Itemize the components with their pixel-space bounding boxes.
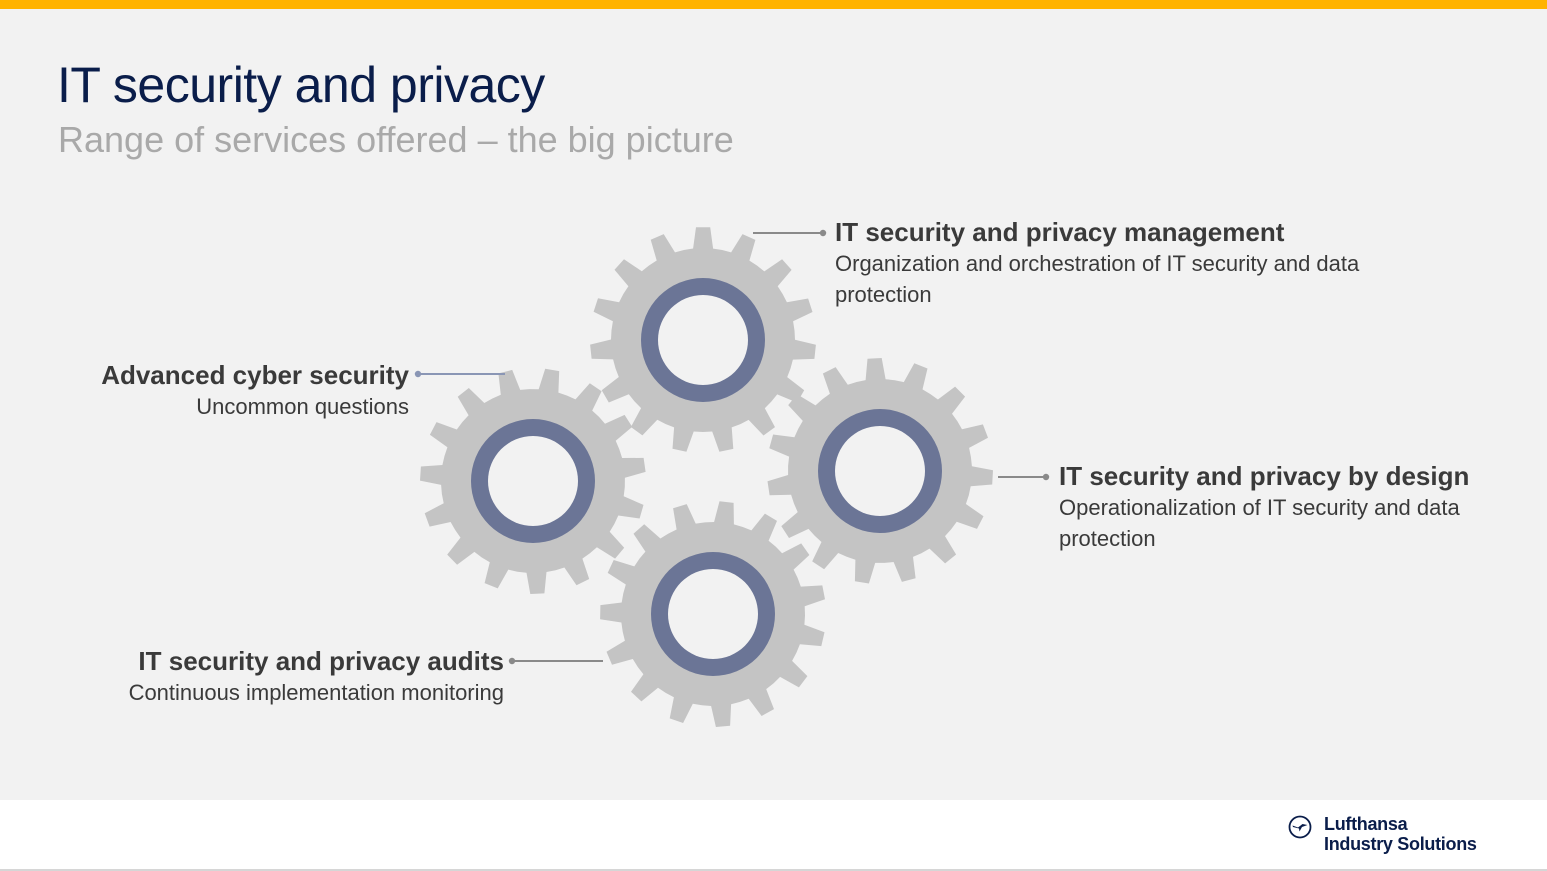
service-design: IT security and privacy by design Operat…	[1059, 460, 1469, 554]
gear-bottom-hole	[668, 569, 758, 659]
connector-dot-management	[819, 229, 827, 237]
service-cyber: Advanced cyber security Uncommon questio…	[60, 359, 409, 422]
footer-divider	[0, 869, 1547, 871]
footer	[0, 800, 1547, 871]
logo-line-1: Lufthansa	[1324, 814, 1408, 834]
gear-right-hole	[835, 426, 925, 516]
company-logo: Lufthansa Industry Solutions	[1288, 814, 1477, 854]
accent-bar	[0, 0, 1547, 9]
service-audits-heading: IT security and privacy audits	[138, 646, 504, 676]
service-management-description: Organization and orchestration of IT sec…	[835, 251, 1360, 307]
gear-diagram	[414, 227, 1050, 727]
service-design-heading: IT security and privacy by design	[1059, 461, 1470, 491]
connector-dot-cyber	[414, 370, 422, 378]
service-audits-description: Continuous implementation monitoring	[128, 680, 504, 705]
connector-dot-design	[1042, 473, 1050, 481]
service-management: IT security and privacy management Organ…	[835, 216, 1435, 310]
page-subtitle: Range of services offered – the big pict…	[58, 119, 734, 160]
service-management-heading: IT security and privacy management	[835, 217, 1285, 247]
service-design-description: Operationalization of IT security and da…	[1059, 495, 1460, 551]
gear-left-hole	[488, 436, 578, 526]
connector-dot-audits	[508, 657, 516, 665]
gear-top-hole	[658, 295, 748, 385]
page-title: IT security and privacy	[57, 57, 545, 113]
service-audits: IT security and privacy audits Continuou…	[100, 645, 504, 708]
service-cyber-heading: Advanced cyber security	[101, 360, 409, 390]
crane-icon	[1288, 815, 1312, 839]
logo-line-2: Industry Solutions	[1324, 834, 1477, 854]
service-cyber-description: Uncommon questions	[196, 394, 409, 419]
